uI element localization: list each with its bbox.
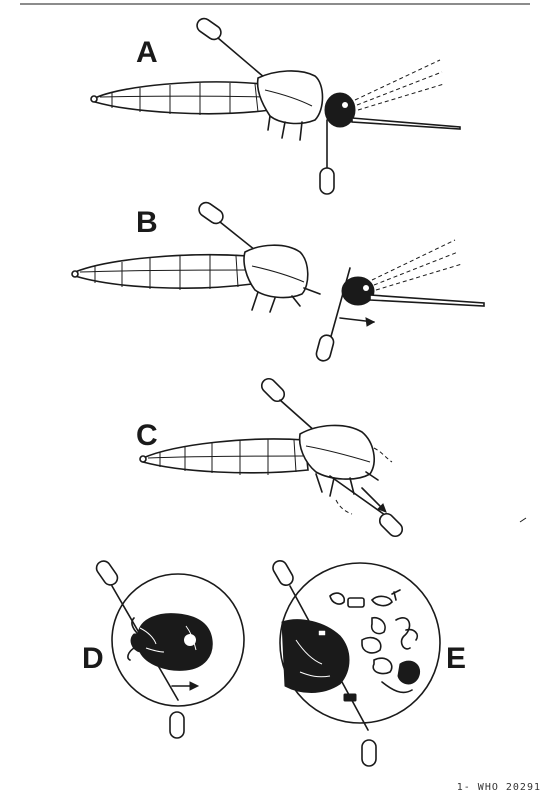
panel-d-label: D	[82, 642, 104, 675]
panel-a: A	[91, 16, 460, 194]
panel-c-trace	[336, 500, 352, 514]
panel-a-head	[325, 93, 355, 127]
figure-reference: 1- WHO 20291	[457, 782, 541, 793]
panel-a-thorax	[258, 71, 323, 140]
panel-c-thorax	[300, 425, 392, 496]
panel-e-label: E	[446, 642, 466, 675]
panel-a-abdomen	[91, 82, 270, 115]
panel-e: E	[270, 558, 466, 766]
panel-a-lower-needle	[320, 120, 334, 194]
panel-b-label: B	[136, 206, 158, 239]
panel-b-lower-needle	[315, 268, 350, 362]
panel-b-abdomen	[72, 255, 252, 290]
panel-c-abdomen	[140, 439, 308, 475]
panel-d: D	[82, 558, 244, 738]
panel-c-upper-needle	[259, 376, 316, 432]
panel-e-lower-needle	[362, 740, 376, 766]
panel-b-arrow	[340, 318, 374, 326]
panel-a-upper-needle	[194, 16, 265, 78]
panel-b-light-rays	[372, 240, 462, 290]
panel-c-arrow	[362, 488, 386, 512]
panel-b-thorax	[244, 245, 320, 312]
panel-a-light-rays	[355, 60, 444, 110]
speck-mark	[520, 518, 526, 522]
panel-c-label: C	[136, 419, 158, 452]
panel-b-proboscis	[370, 295, 484, 306]
panel-d-lower-needle	[170, 712, 184, 738]
panel-a-proboscis	[352, 118, 460, 129]
panel-a-label: A	[136, 36, 158, 69]
panel-c: C	[136, 376, 405, 539]
panel-b: B	[72, 200, 484, 363]
